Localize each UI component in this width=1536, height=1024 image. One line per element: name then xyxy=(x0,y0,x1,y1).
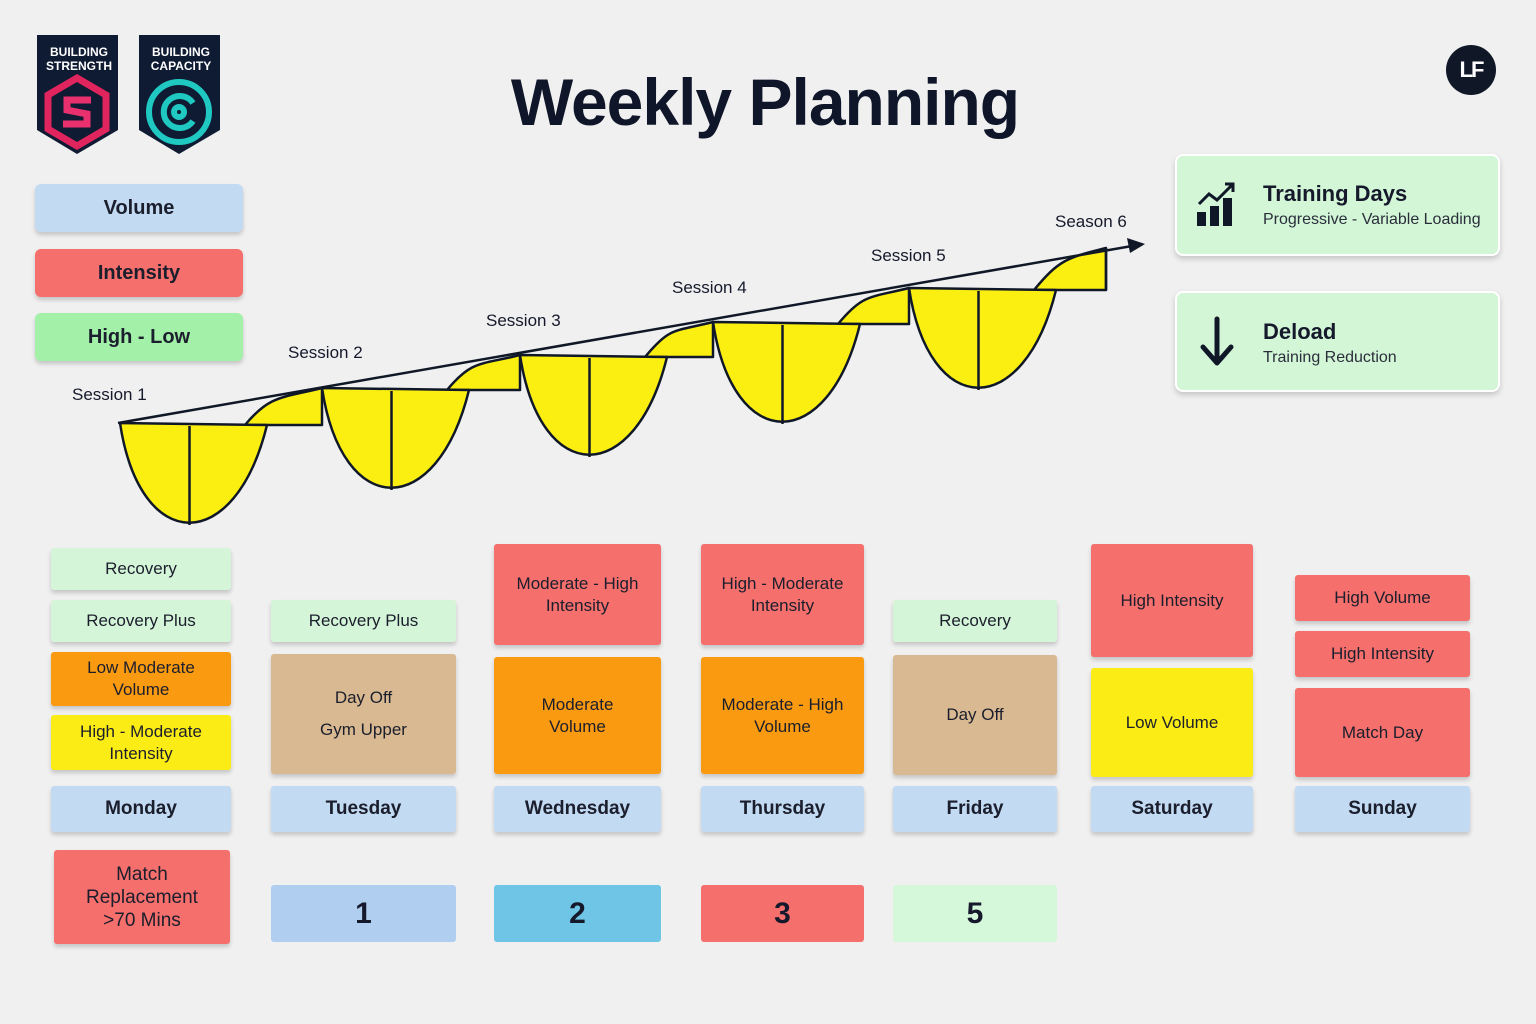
building-capacity-badge xyxy=(139,35,220,154)
trend-line xyxy=(117,244,1133,425)
day-monday: Monday xyxy=(51,786,231,832)
wave-dip-2 xyxy=(320,386,471,489)
wednesday-card-moderate-volume: Moderate Volume xyxy=(494,657,661,774)
monday-card-recovery-plus: Recovery Plus xyxy=(51,600,231,642)
arrow-down-icon xyxy=(1200,316,1234,366)
day-tuesday: Tuesday xyxy=(271,786,456,832)
monday-card-high-moderate-intensity: High - Moderate Intensity xyxy=(51,715,231,770)
session-label-4: Session 4 xyxy=(672,278,747,297)
wave-dip-3 xyxy=(518,353,669,456)
capacity-logo-icon xyxy=(146,79,212,145)
training-days-subtitle: Progressive - Variable Loading xyxy=(1263,211,1481,228)
monday-match-replacement: Match Replacement >70 Mins xyxy=(54,850,230,944)
legend-volume: Volume xyxy=(35,184,243,232)
building-strength-badge xyxy=(37,35,118,154)
badge-label-capacity: BUILDING CAPACITY xyxy=(150,45,212,73)
saturday-card-low-volume: Low Volume xyxy=(1091,668,1253,777)
saturday-card-high-intensity: High Intensity xyxy=(1091,544,1253,657)
badges xyxy=(37,35,220,154)
wave-ramp-3 xyxy=(643,320,715,359)
monday-card-recovery: Recovery xyxy=(51,548,231,590)
day-sunday: Sunday xyxy=(1295,786,1470,832)
wave-ramp-4 xyxy=(836,286,911,326)
week-number-5: 5 xyxy=(893,885,1057,942)
thursday-card-moderate-high-volume: Moderate - High Volume xyxy=(701,657,864,774)
page-title: Weekly Planning xyxy=(510,65,1020,139)
lf-logo: LF xyxy=(1446,45,1496,95)
training-days-box: Training Days Progressive - Variable Loa… xyxy=(1175,154,1500,256)
sunday-card-high-volume: High Volume xyxy=(1295,575,1470,621)
session-label-5: Session 5 xyxy=(871,246,946,265)
week-number-2: 2 xyxy=(494,885,661,942)
chart-growth-icon xyxy=(1197,182,1235,226)
tuesday-card-recovery-plus: Recovery Plus xyxy=(271,600,456,642)
deload-subtitle: Training Reduction xyxy=(1263,349,1397,366)
week-number-3: 3 xyxy=(701,885,864,942)
session-label-3: Session 3 xyxy=(486,311,561,330)
day-wednesday: Wednesday xyxy=(494,786,661,832)
badge-label-strength: BUILDING STRENGTH xyxy=(46,45,112,73)
deload-box: Deload Training Reduction xyxy=(1175,291,1500,392)
day-saturday: Saturday xyxy=(1091,786,1253,832)
periodization-wave: Session 1 Session 2 Session 3 Session 4 Sess… xyxy=(72,212,1145,525)
wednesday-card-moderate-high-intensity: Moderate - High Intensity xyxy=(494,544,661,645)
monday-card-low-moderate-volume: Low Moderate Volume xyxy=(51,652,231,706)
trend-arrow-head xyxy=(1127,238,1145,253)
friday-card-day-off: Day Off xyxy=(893,655,1057,775)
wave-dip-5 xyxy=(907,286,1058,389)
day-friday: Friday xyxy=(893,786,1057,832)
training-days-title: Training Days xyxy=(1263,181,1408,206)
deload-title: Deload xyxy=(1263,319,1337,344)
legend-high-low: High - Low xyxy=(35,313,243,361)
sunday-card-match-day: Match Day xyxy=(1295,688,1470,777)
legend-intensity: Intensity xyxy=(35,249,243,297)
strength-logo-icon xyxy=(44,73,110,151)
week-number-1: 1 xyxy=(271,885,456,942)
wave-dip-1 xyxy=(118,421,269,524)
sunday-card-high-intensity: High Intensity xyxy=(1295,631,1470,677)
session-label-1: Session 1 xyxy=(72,385,147,404)
day-thursday: Thursday xyxy=(701,786,864,832)
wave-ramp-5 xyxy=(1032,246,1108,292)
wave-dip-4 xyxy=(711,320,862,423)
session-label-2: Session 2 xyxy=(288,343,363,362)
friday-card-recovery: Recovery xyxy=(893,600,1057,642)
tuesday-card-day-off: Day Off Gym Upper xyxy=(271,654,456,774)
session-label-6: Season 6 xyxy=(1055,212,1127,231)
thursday-card-high-moderate-intensity: High - Moderate Intensity xyxy=(701,544,864,645)
